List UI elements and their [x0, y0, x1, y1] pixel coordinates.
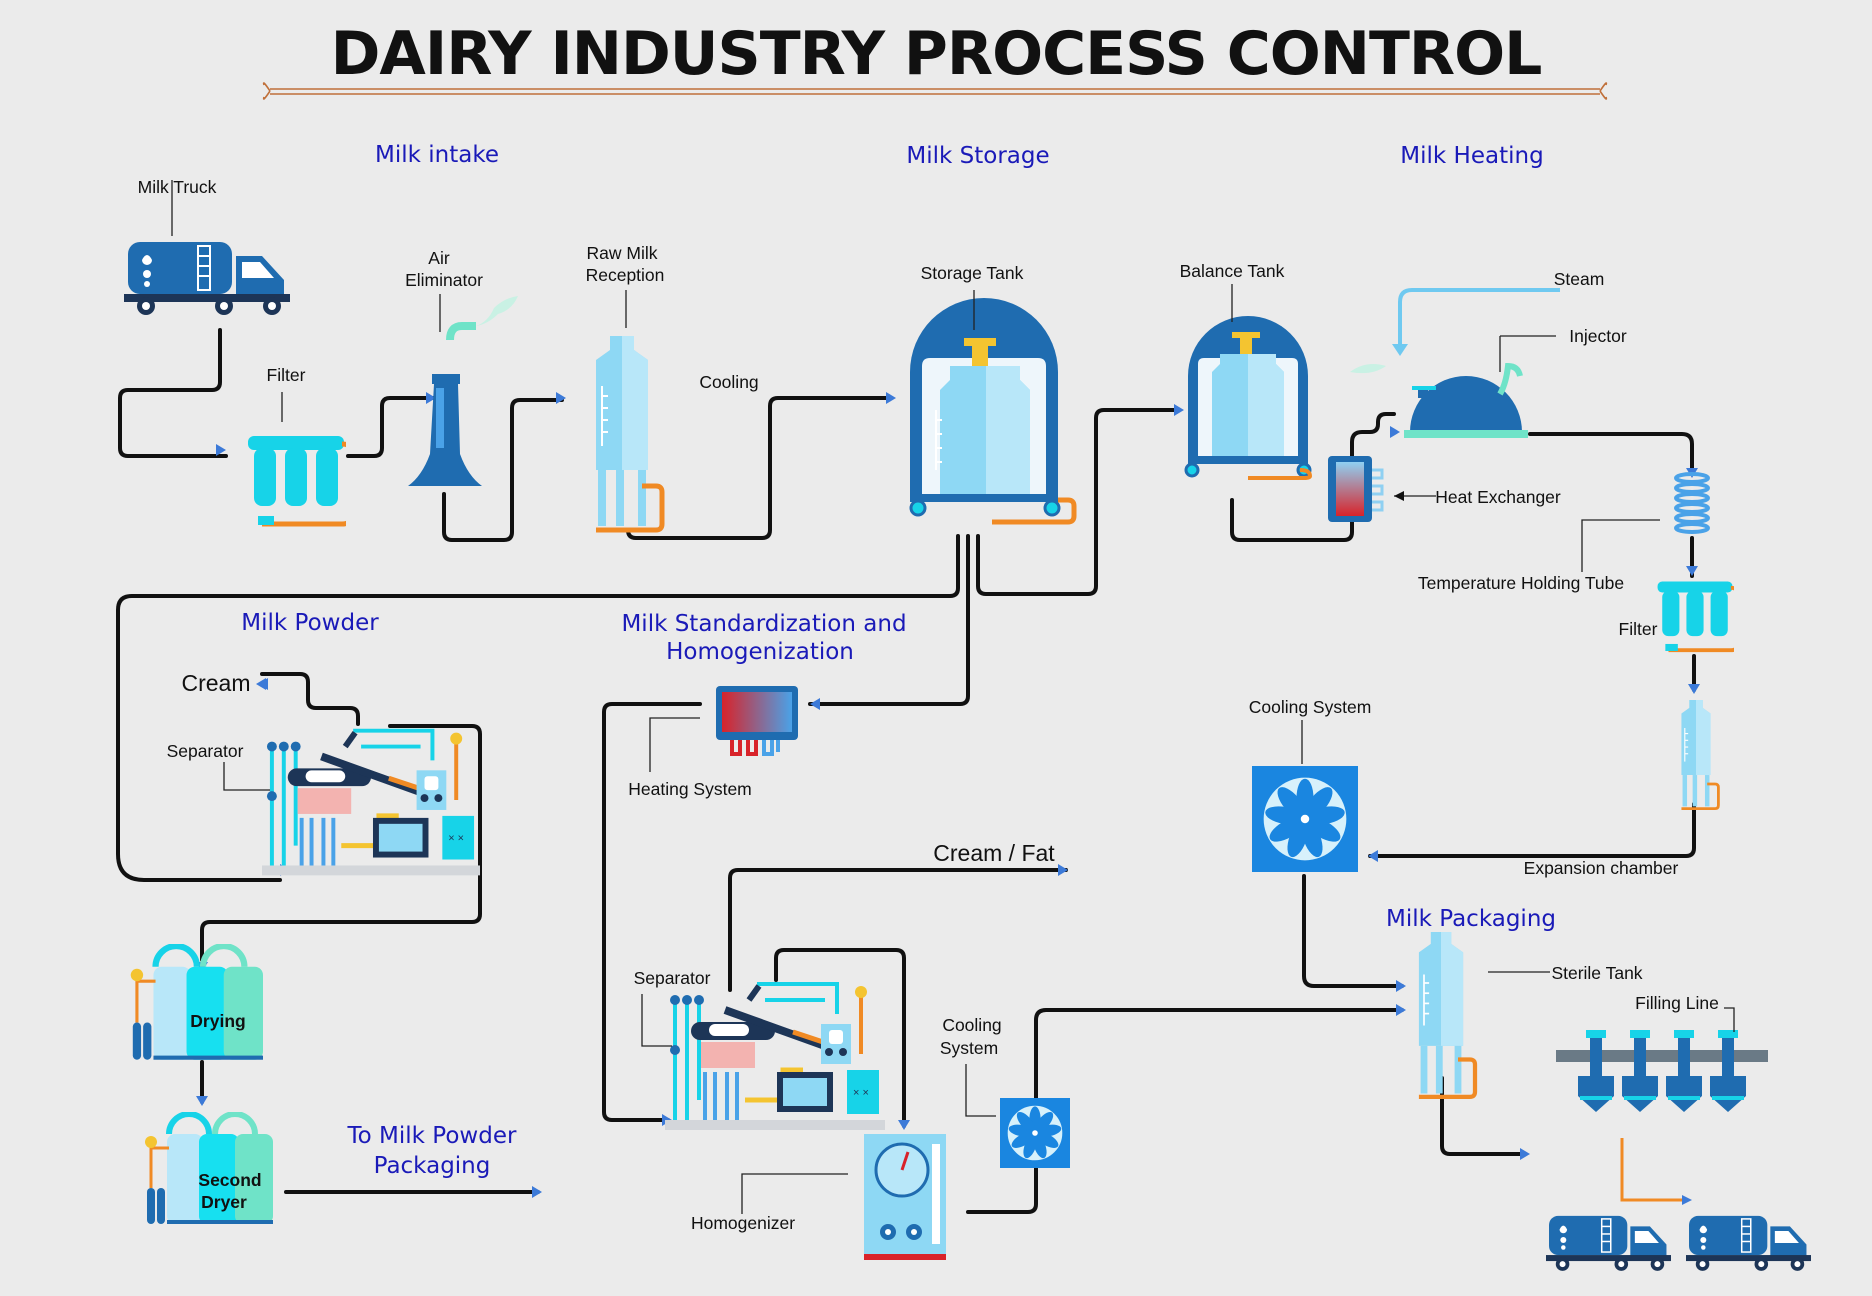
section-standardization-line2: Homogenization [666, 639, 854, 665]
label-homogenizer: Homogenizer [691, 1213, 795, 1233]
label-raw-milk-line2: Reception [586, 265, 665, 285]
page-title: DAIRY INDUSTRY PROCESS CONTROL [331, 19, 1542, 89]
balance-tank-icon [1184, 316, 1313, 480]
label-cooling-system-2-line1: Cooling [942, 1015, 1001, 1035]
label-separator-1: Separator [167, 741, 244, 761]
section-milk-intake: Milk intake [375, 142, 499, 168]
storage-tank-icon [909, 298, 1077, 525]
label-heating-system: Heating System [628, 779, 752, 799]
section-standardization-line1: Milk Standardization and [621, 611, 906, 637]
label-temperature-holding-tube: Temperature Holding Tube [1418, 573, 1624, 593]
milk-truck-icon [1546, 1215, 1672, 1272]
milk-truck-icon [124, 241, 291, 316]
label-cooling-system-2-line2: System [940, 1038, 998, 1058]
label-steam: Steam [1554, 269, 1605, 289]
title-underline [262, 82, 1608, 100]
label-drying: Drying [190, 1011, 245, 1031]
to-powder-packaging-line2: Packaging [374, 1153, 491, 1179]
label-balance-tank: Balance Tank [1180, 261, 1285, 281]
label-cooling-system-1: Cooling System [1249, 697, 1372, 717]
label-cooling: Cooling [699, 372, 758, 392]
dryer-icon [131, 946, 263, 1060]
label-milk-truck: Milk Truck [138, 177, 217, 197]
label-second-dryer-line2: Dryer [201, 1192, 247, 1212]
air-eliminator-icon [408, 296, 518, 486]
separator-machine-icon [262, 731, 480, 876]
label-air-eliminator-line2: Eliminator [405, 270, 483, 290]
filter-icon [1656, 580, 1734, 653]
label-air-eliminator-line1: Air [428, 248, 450, 268]
label-filter-2: Filter [1619, 619, 1658, 639]
sterile-tank-icon [1419, 932, 1475, 1097]
label-cream: Cream [181, 670, 250, 696]
label-second-dryer-line1: Second [198, 1170, 261, 1190]
milk-truck-icon [1686, 1215, 1812, 1272]
fan-icon [1000, 1098, 1070, 1168]
section-milk-packaging: Milk Packaging [1386, 906, 1556, 932]
section-milk-powder: Milk Powder [241, 610, 379, 636]
holding-tube-icon [1674, 472, 1710, 534]
raw-milk-tank-icon [596, 336, 662, 530]
separator-machine-icon [665, 984, 885, 1130]
injector-icon [1404, 362, 1528, 438]
label-heat-exchanger: Heat Exchanger [1435, 487, 1561, 507]
label-injector: Injector [1569, 326, 1627, 346]
expansion-chamber-icon [1679, 700, 1721, 811]
homogenizer-icon [864, 1134, 946, 1260]
label-filling-line: Filling Line [1635, 993, 1719, 1013]
label-storage-tank: Storage Tank [921, 263, 1024, 283]
label-sterile-tank: Sterile Tank [1551, 963, 1642, 983]
steam-line [1398, 288, 1560, 346]
filling-line-icon [1556, 1030, 1768, 1112]
heat-exchanger-icon [1328, 456, 1384, 522]
label-filter-1: Filter [267, 365, 306, 385]
filter-icon [248, 436, 352, 525]
label-cream-fat: Cream / Fat [933, 840, 1055, 866]
section-milk-heating: Milk Heating [1400, 143, 1543, 169]
label-separator-2: Separator [634, 968, 711, 988]
section-milk-storage: Milk Storage [906, 143, 1049, 169]
pipes [116, 328, 1696, 1214]
fan-icon [1252, 766, 1358, 872]
label-raw-milk-line1: Raw Milk [587, 243, 658, 263]
heating-system-icon [716, 686, 798, 756]
to-powder-packaging-line1: To Milk Powder [347, 1123, 517, 1149]
label-expansion-chamber: Expansion chamber [1524, 858, 1679, 878]
